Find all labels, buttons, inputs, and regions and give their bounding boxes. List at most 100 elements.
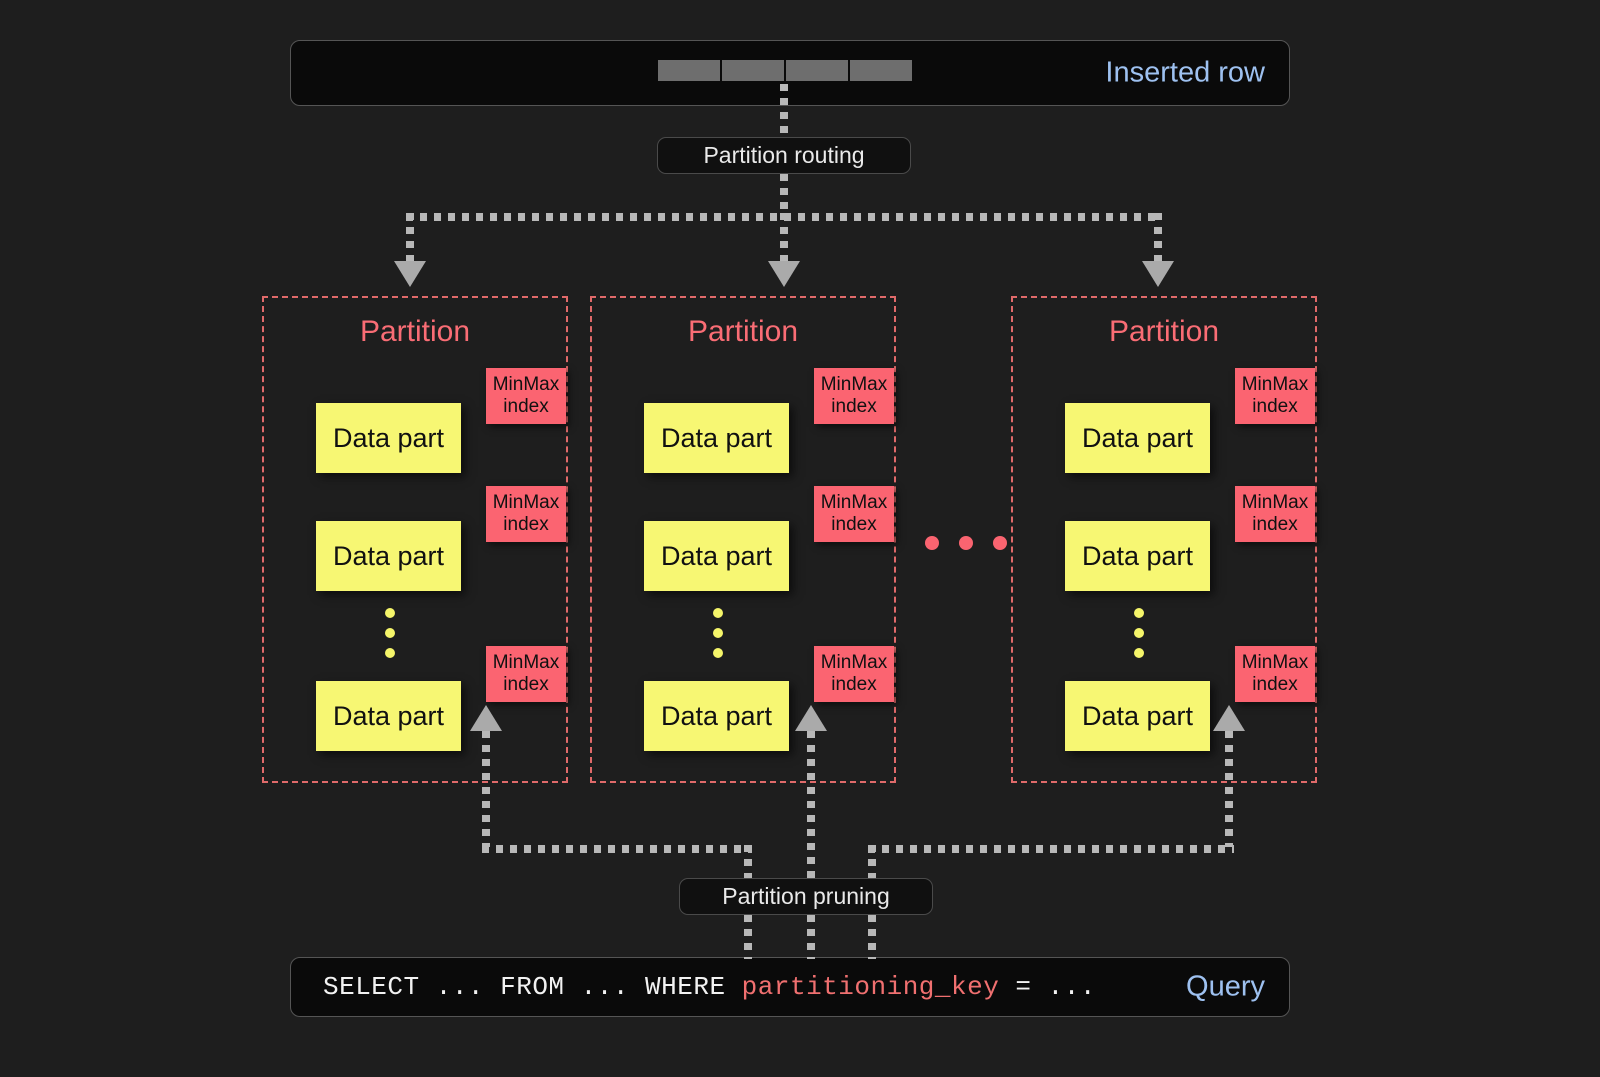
data-part-block[interactable]: Data part xyxy=(316,681,461,751)
minmax-index-line1: MinMax xyxy=(820,652,888,673)
data-part-block[interactable]: Data part xyxy=(644,521,789,591)
data-part-group-1-2[interactable]: MinMax index Data part xyxy=(316,486,566,596)
partition-title: Partition xyxy=(687,315,799,348)
minmax-index-block: MinMax index xyxy=(1235,368,1315,424)
ellipsis-dot xyxy=(385,628,395,638)
connector-bus-to-partition-3 xyxy=(1154,213,1162,265)
data-part-group-2-1[interactable]: MinMax index Data part xyxy=(644,368,894,478)
partitions-ellipsis xyxy=(925,536,1007,550)
minmax-index-line1: MinMax xyxy=(1241,652,1309,673)
partition-pruning-box: Partition pruning xyxy=(679,878,933,915)
minmax-index-line1: MinMax xyxy=(492,492,560,513)
arrow-down-partition-3 xyxy=(1142,261,1174,287)
minmax-index-line2: index xyxy=(1252,396,1298,417)
data-part-group-3-1[interactable]: MinMax index Data part xyxy=(1065,368,1315,478)
data-part-block[interactable]: Data part xyxy=(644,403,789,473)
minmax-index-line1: MinMax xyxy=(820,374,888,395)
minmax-index-line1: MinMax xyxy=(492,652,560,673)
sql-suffix: = ... xyxy=(999,972,1096,1002)
data-part-block[interactable]: Data part xyxy=(644,681,789,751)
minmax-index-line2: index xyxy=(1252,514,1298,535)
data-part-block[interactable]: Data part xyxy=(1065,521,1210,591)
inserted-row-panel: Inserted row xyxy=(290,40,1290,106)
minmax-index-line1: MinMax xyxy=(820,492,888,513)
minmax-index-line2: index xyxy=(503,674,549,695)
query-sql-text: SELECT ... FROM ... WHERE partitioning_k… xyxy=(323,972,1096,1002)
ellipsis-dot xyxy=(385,648,395,658)
ellipsis-dot xyxy=(1134,648,1144,658)
minmax-index-block: MinMax index xyxy=(814,646,894,702)
minmax-index-block: MinMax index xyxy=(486,486,566,542)
minmax-index-block: MinMax index xyxy=(486,646,566,702)
data-parts-ellipsis xyxy=(385,608,395,658)
partition-pruning-label: Partition pruning xyxy=(722,883,890,909)
data-part-block[interactable]: Data part xyxy=(316,403,461,473)
data-part-block[interactable]: Data part xyxy=(1065,681,1210,751)
partition-title: Partition xyxy=(359,315,471,348)
connector-pruning-to-partition-3 xyxy=(1225,731,1233,847)
minmax-index-block: MinMax index xyxy=(486,368,566,424)
sql-keyword: partitioning_key xyxy=(741,972,1000,1002)
connector-pruning-to-partition-1 xyxy=(482,731,490,847)
ellipsis-dot xyxy=(993,536,1007,550)
ellipsis-dot xyxy=(1134,608,1144,618)
connector-pruning-to-partition-2 xyxy=(807,731,815,883)
arrow-down-partition-2 xyxy=(768,261,800,287)
minmax-index-line2: index xyxy=(503,514,549,535)
data-part-group-2-3[interactable]: MinMax index Data part xyxy=(644,646,894,756)
minmax-index-block: MinMax index xyxy=(1235,486,1315,542)
ellipsis-dot xyxy=(713,628,723,638)
partition-title: Partition xyxy=(1108,315,1220,348)
connector-pruning-drop-left xyxy=(744,845,752,883)
ellipsis-dot xyxy=(959,536,973,550)
ellipsis-dot xyxy=(385,608,395,618)
sql-prefix: SELECT ... FROM ... WHERE xyxy=(323,972,742,1002)
minmax-index-block: MinMax index xyxy=(814,486,894,542)
inserted-row-label: Inserted row xyxy=(1105,56,1265,89)
minmax-index-line1: MinMax xyxy=(492,374,560,395)
connector-query-to-pruning-right xyxy=(868,915,876,959)
data-parts-ellipsis xyxy=(1134,608,1144,658)
row-cell xyxy=(786,60,848,81)
row-cell xyxy=(722,60,784,81)
data-part-group-1-1[interactable]: MinMax index Data part xyxy=(316,368,566,478)
data-part-block[interactable]: Data part xyxy=(1065,403,1210,473)
data-part-group-2-2[interactable]: MinMax index Data part xyxy=(644,486,894,596)
minmax-index-line2: index xyxy=(503,396,549,417)
inserted-row-cells xyxy=(658,60,912,81)
partition-container-3[interactable]: Partition MinMax index Data part MinMax … xyxy=(1011,296,1317,783)
connector-bus-to-partition-2 xyxy=(780,213,788,265)
arrow-up-partition-1 xyxy=(470,705,502,731)
query-panel: SELECT ... FROM ... WHERE partitioning_k… xyxy=(290,957,1290,1017)
row-cell xyxy=(658,60,720,81)
connector-pruning-horizontal-right xyxy=(868,845,1234,853)
data-parts-ellipsis xyxy=(713,608,723,658)
partition-container-1[interactable]: Partition MinMax index Data part MinMax … xyxy=(262,296,568,783)
minmax-index-line2: index xyxy=(831,514,877,535)
ellipsis-dot xyxy=(713,608,723,618)
minmax-index-line1: MinMax xyxy=(1241,492,1309,513)
minmax-index-block: MinMax index xyxy=(1235,646,1315,702)
data-part-group-3-2[interactable]: MinMax index Data part xyxy=(1065,486,1315,596)
data-part-block[interactable]: Data part xyxy=(316,521,461,591)
partition-container-2[interactable]: Partition MinMax index Data part MinMax … xyxy=(590,296,896,783)
connector-query-to-pruning-center xyxy=(807,915,815,959)
connector-routing-to-bus xyxy=(780,174,788,218)
connector-bus-to-partition-1 xyxy=(406,213,414,265)
ellipsis-dot xyxy=(925,536,939,550)
ellipsis-dot xyxy=(1134,628,1144,638)
connector-pruning-drop-right xyxy=(868,845,876,883)
partition-routing-box: Partition routing xyxy=(657,137,911,174)
row-cell xyxy=(850,60,912,81)
arrow-up-partition-3 xyxy=(1213,705,1245,731)
minmax-index-line1: MinMax xyxy=(1241,374,1309,395)
arrow-up-partition-2 xyxy=(795,705,827,731)
data-part-group-3-3[interactable]: MinMax index Data part xyxy=(1065,646,1315,756)
minmax-index-line2: index xyxy=(831,396,877,417)
connector-pruning-horizontal-left xyxy=(482,845,752,853)
minmax-index-block: MinMax index xyxy=(814,368,894,424)
data-part-group-1-3[interactable]: MinMax index Data part xyxy=(316,646,566,756)
connector-query-to-pruning-left xyxy=(744,915,752,959)
arrow-down-partition-1 xyxy=(394,261,426,287)
